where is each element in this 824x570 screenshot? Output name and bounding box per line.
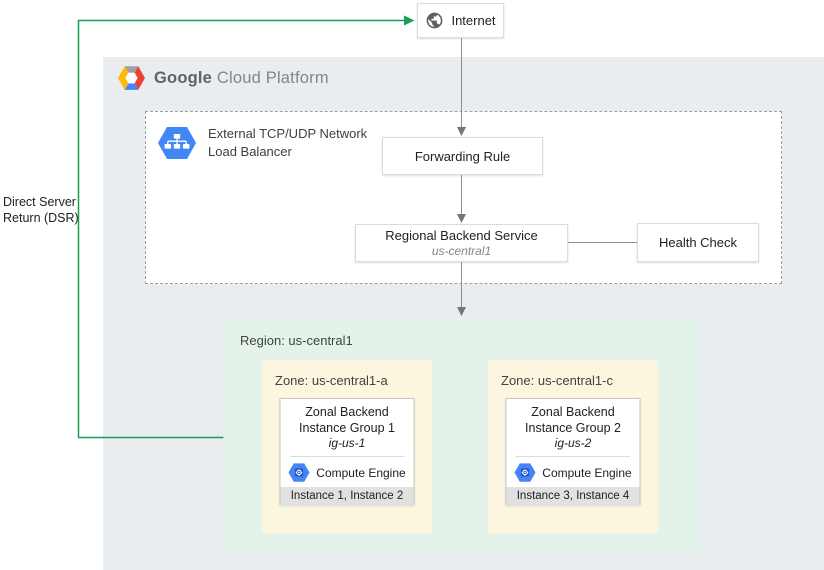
instance-group-title: Zonal Backend Instance Group 2 bbox=[507, 399, 640, 436]
region-box: Region: us-central1 Zone: us-central1-a … bbox=[223, 318, 700, 555]
instances-footer: Instance 1, Instance 2 bbox=[280, 487, 414, 506]
instance-group-title-line1: Zonal Backend bbox=[531, 405, 615, 419]
instance-group-id: ig-us-2 bbox=[554, 436, 592, 450]
load-balancer-icon bbox=[157, 126, 197, 160]
zone-label: Zone: us-central1-a bbox=[275, 373, 388, 388]
forwarding-rule-node: Forwarding Rule bbox=[382, 137, 543, 175]
internet-label: Internet bbox=[451, 13, 496, 28]
brand-secondary: Cloud Platform bbox=[216, 68, 329, 87]
dsr-arrowhead bbox=[404, 15, 415, 26]
backend-service-node: Regional Backend Service us-central1 bbox=[355, 224, 568, 262]
backend-service-subtitle: us-central1 bbox=[431, 244, 492, 258]
dsr-label: Direct Server Return (DSR) bbox=[3, 194, 79, 227]
zone-box-us-central1-a: Zone: us-central1-a Zonal Backend Instan… bbox=[262, 360, 432, 533]
instance-group-title: Zonal Backend Instance Group 1 bbox=[281, 399, 414, 436]
health-check-label: Health Check bbox=[658, 235, 738, 250]
globe-icon bbox=[425, 11, 444, 30]
divider bbox=[515, 456, 631, 457]
load-balancer-badge: External TCP/UDP Network Load Balancer bbox=[157, 125, 367, 160]
gcp-logo-icon bbox=[118, 66, 145, 90]
compute-engine-row: Compute Engine bbox=[281, 457, 414, 487]
instance-group-id: ig-us-1 bbox=[328, 436, 366, 450]
forwarding-rule-label: Forwarding Rule bbox=[414, 148, 511, 164]
dsr-label-line2: Return (DSR) bbox=[3, 211, 79, 226]
gcp-header: Google Cloud Platform bbox=[118, 66, 329, 90]
dsr-label-line1: Direct Server bbox=[3, 195, 76, 209]
instances-footer: Instance 3, Instance 4 bbox=[506, 487, 640, 506]
instance-group-title-line2: Instance Group 2 bbox=[525, 421, 621, 435]
instance-group-title-line1: Zonal Backend bbox=[305, 405, 389, 419]
gcp-brand-text: Google Cloud Platform bbox=[154, 69, 329, 88]
instance-group-box-2: Zonal Backend Instance Group 2 ig-us-2 C… bbox=[505, 398, 641, 506]
backend-service-title: Regional Backend Service bbox=[385, 228, 538, 243]
instance-group-title-line2: Instance Group 1 bbox=[299, 421, 395, 435]
region-label: Region: us-central1 bbox=[240, 333, 353, 348]
compute-engine-icon bbox=[288, 463, 310, 482]
compute-engine-label: Compute Engine bbox=[542, 465, 632, 480]
internet-node: Internet bbox=[417, 3, 504, 38]
load-balancer-label-line2: Load Balancer bbox=[208, 143, 292, 159]
instance-group-box-1: Zonal Backend Instance Group 1 ig-us-1 C… bbox=[279, 398, 415, 506]
load-balancer-label-line1: External TCP/UDP Network bbox=[208, 126, 368, 141]
compute-engine-label: Compute Engine bbox=[316, 465, 406, 480]
compute-engine-row: Compute Engine bbox=[507, 457, 640, 487]
zone-label: Zone: us-central1-c bbox=[501, 373, 613, 388]
compute-engine-icon bbox=[514, 463, 536, 482]
load-balancer-label: External TCP/UDP Network Load Balancer bbox=[208, 125, 367, 160]
zone-box-us-central1-c: Zone: us-central1-c Zonal Backend Instan… bbox=[488, 360, 658, 533]
divider bbox=[289, 456, 405, 457]
brand-primary: Google bbox=[154, 68, 213, 87]
health-check-node: Health Check bbox=[637, 223, 759, 262]
